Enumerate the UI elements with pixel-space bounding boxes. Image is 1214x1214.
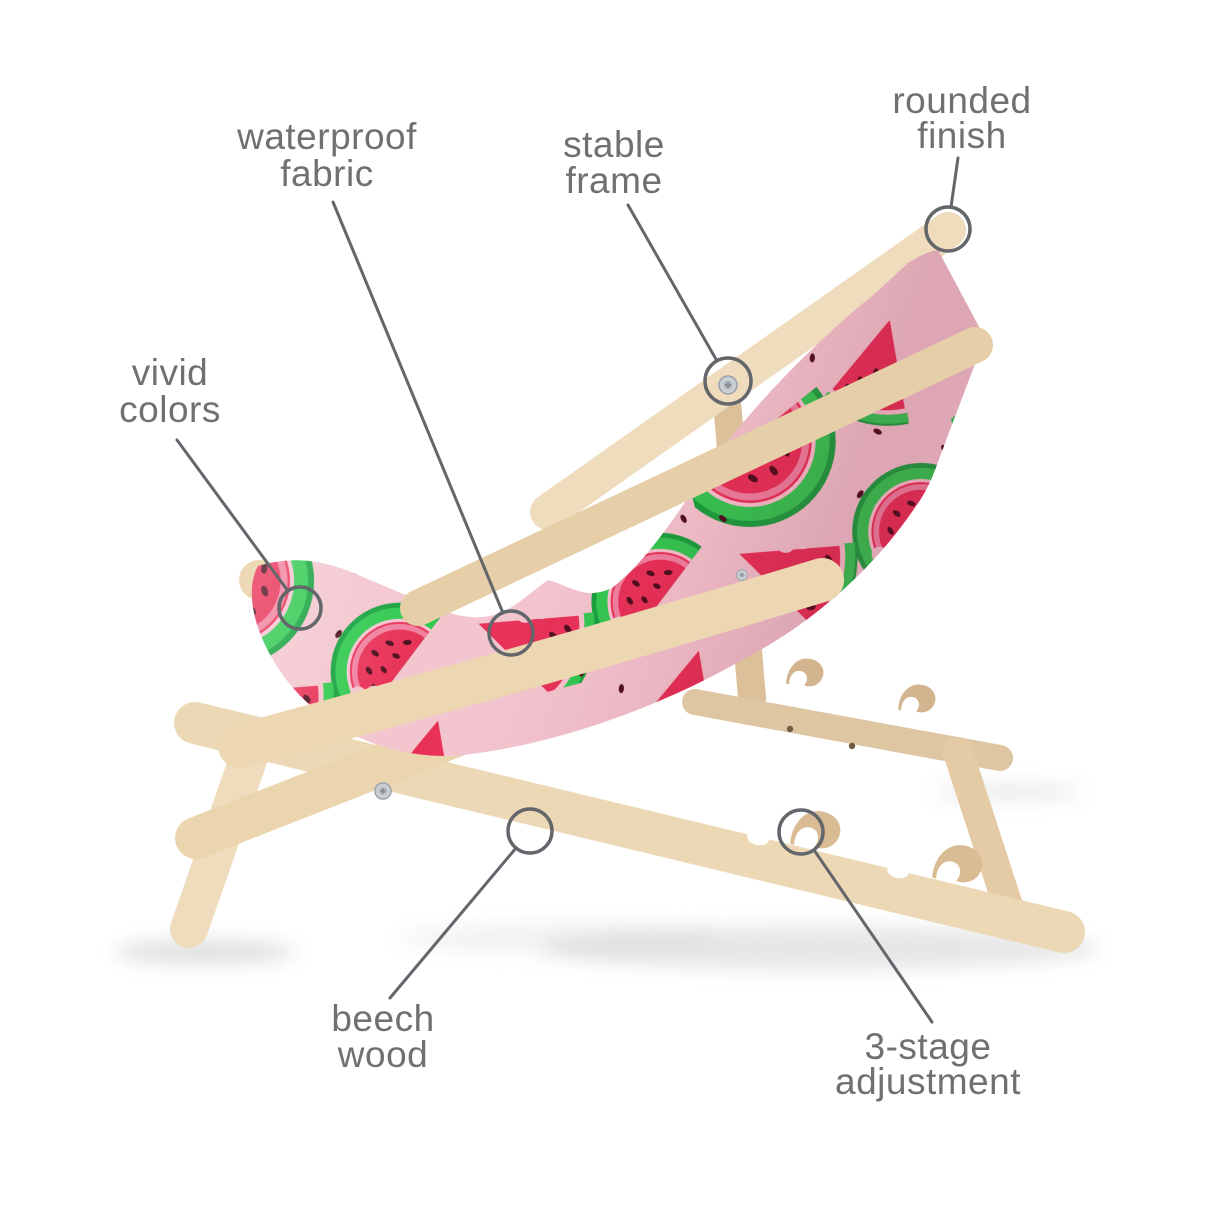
callout-label: wood [337, 1034, 428, 1075]
callout-label: vivid [132, 352, 209, 393]
screw-dot [786, 725, 794, 733]
callout-stable-frame: stable frame [563, 124, 753, 406]
callout-line [331, 200, 505, 615]
callout-vivid-colors: vivid colors [119, 352, 323, 631]
adjustment-hook-far-1 [785, 655, 826, 690]
pivot-screw-lower [374, 782, 392, 800]
callout-circle [277, 585, 323, 631]
callout-circle [777, 808, 825, 856]
seat-rail [218, 558, 844, 768]
callout-label: waterproof [236, 116, 417, 157]
callout-label: beech [331, 998, 434, 1039]
callout-line [812, 848, 934, 1024]
fabric-sling [251, 250, 985, 757]
callout-line [626, 203, 719, 363]
callout-label: 3-stage [865, 1026, 992, 1067]
callout-label: fabric [280, 153, 373, 194]
callout-circle [506, 807, 554, 855]
rear-leg [943, 737, 1027, 933]
callout-label: rounded [892, 80, 1031, 121]
callout-circle [487, 609, 535, 657]
pivot-screw-top [718, 375, 738, 395]
callout-line [175, 438, 290, 593]
callout-line [949, 156, 960, 209]
adjustment-hook-far-2 [897, 681, 938, 716]
callout-3-stage-adjustment: 3-stage adjustment [777, 808, 1021, 1102]
callout-rounded-finish: rounded finish [892, 80, 1031, 253]
callout-circle [924, 205, 972, 253]
pivot-screw-seat [736, 569, 748, 581]
callout-label: finish [917, 115, 1006, 156]
callout-label: adjustment [835, 1061, 1021, 1102]
callout-label: stable [563, 124, 665, 165]
callout-line [388, 846, 518, 1000]
fabric-shading [251, 250, 985, 757]
base-rail-near [174, 702, 1085, 953]
back-rail-far [400, 327, 993, 626]
callout-beech-wood: beech wood [331, 807, 554, 1075]
screw-dot [848, 742, 856, 750]
callout-circle [703, 356, 753, 406]
callout-label: frame [565, 160, 662, 201]
callout-label: colors [119, 389, 221, 430]
callout-waterproof-fabric: waterproof fabric [236, 116, 535, 657]
